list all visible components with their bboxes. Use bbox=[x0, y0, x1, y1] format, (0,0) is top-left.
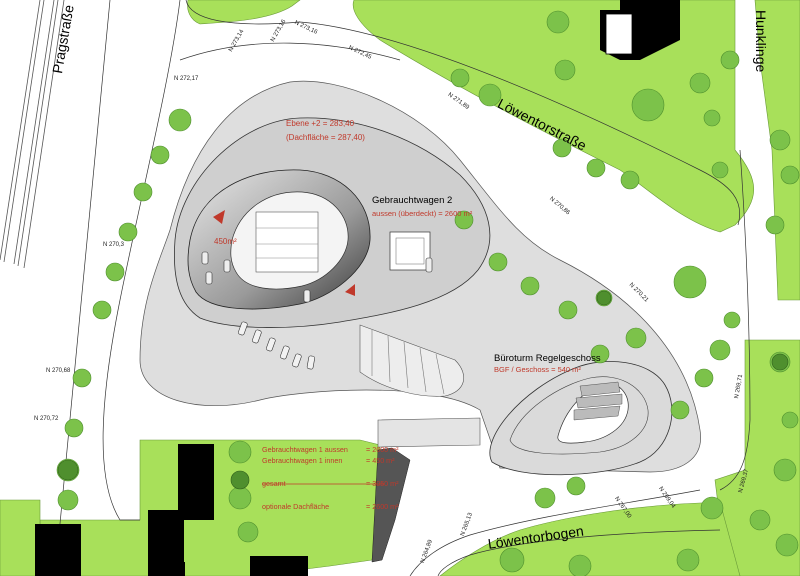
parking-stripes bbox=[371, 330, 445, 395]
green-area-top bbox=[187, 0, 301, 25]
area-summary: Gebrauchtwagen 1 aussen = 2600 m² Gebrauc… bbox=[262, 444, 426, 512]
summary-value: = 2600 m² bbox=[366, 445, 399, 454]
ramp-dark bbox=[371, 447, 411, 563]
summary-label: optionale Dachfläche bbox=[262, 501, 330, 511]
summary-value: = 450 m² bbox=[366, 456, 395, 466]
street-hunklinge: Hunklinge bbox=[753, 10, 769, 73]
summary-row: Gebrauchtwagen 1 innen = 450 m² bbox=[262, 455, 426, 466]
label-450: 450m² bbox=[214, 237, 237, 246]
railway bbox=[0, 0, 65, 269]
building-gebrauchtwagen-2 bbox=[174, 117, 491, 328]
summary-row: optionale Dachfläche = 2600 m² bbox=[262, 501, 426, 512]
label-bueroturm-bgf: BGF / Geschoss = 540 m² bbox=[494, 365, 581, 374]
parking-lane bbox=[359, 324, 464, 397]
green-area-north bbox=[352, 0, 755, 233]
summary-row: Gebrauchtwagen 1 aussen = 2600 m² bbox=[262, 444, 426, 455]
driveway bbox=[377, 417, 481, 448]
level-272-17: N 272,17 bbox=[174, 76, 199, 82]
summary-label: Gebrauchtwagen 1 aussen bbox=[262, 445, 348, 454]
green-area-east bbox=[754, 0, 800, 301]
level-270-3: N 270,3 bbox=[103, 242, 125, 248]
summary-value: = 3050 m² bbox=[366, 479, 399, 489]
trees-dark bbox=[57, 290, 789, 490]
level-270-68: N 270,68 bbox=[46, 368, 71, 374]
label-gebrauchtwagen-2: Gebrauchtwagen 2 bbox=[372, 195, 453, 206]
level-270-72: N 270,72 bbox=[34, 416, 59, 422]
summary-label: Gebrauchtwagen 1 innen bbox=[262, 456, 343, 466]
label-dachflaeche: (Dachfläche = 287,40) bbox=[286, 133, 365, 142]
building-bueroturm bbox=[489, 361, 673, 476]
label-gebrauchtwagen-2-area: aussen (überdeckt) = 2600 m² bbox=[372, 209, 473, 218]
parked-cars bbox=[238, 321, 315, 370]
summary-row: gesamt = 3050 m² bbox=[262, 478, 426, 489]
label-ebene: Ebene +2 = 283,40 bbox=[286, 119, 355, 128]
summary-value: = 2600 m² bbox=[366, 501, 399, 511]
label-bueroturm: Büroturm Regelgeschoss bbox=[494, 353, 601, 364]
summary-label: gesamt bbox=[262, 479, 286, 489]
neighbour-building-outline bbox=[605, 13, 633, 55]
green-area-southwest bbox=[0, 499, 41, 576]
